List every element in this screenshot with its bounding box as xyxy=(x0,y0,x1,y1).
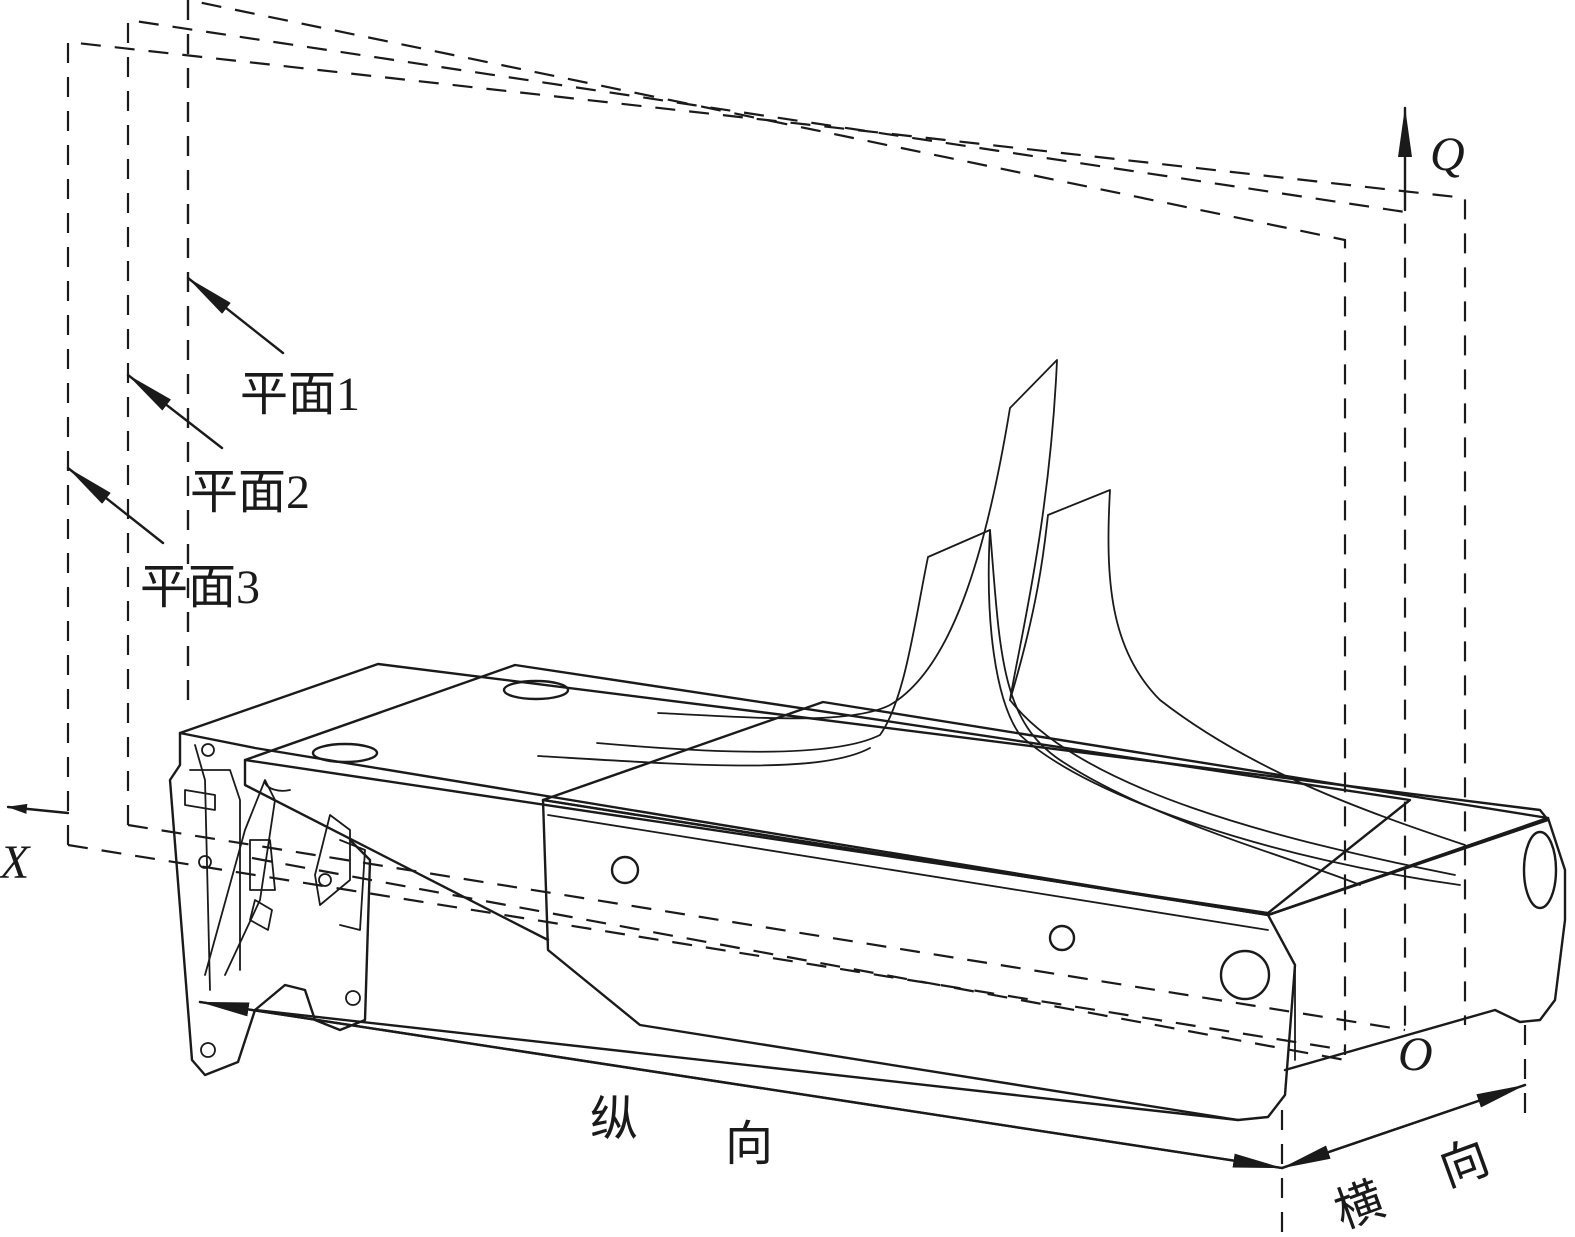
transverse-label-2: 向 xyxy=(1433,1131,1496,1197)
origin-label: O xyxy=(1398,1028,1433,1081)
frame-body xyxy=(178,662,1567,1122)
side-hole-3 xyxy=(1219,949,1271,1001)
section-plane-1 xyxy=(186,0,1347,1062)
top-hole-lower xyxy=(311,742,379,764)
plane3-leader xyxy=(66,466,165,545)
x-axis-arrow xyxy=(6,803,70,815)
q-axis-label: Q xyxy=(1430,128,1465,181)
top-hole-upper xyxy=(502,679,570,701)
longitudinal-arrow-right xyxy=(198,1000,1284,1170)
plane2-label: 平面2 xyxy=(190,466,310,519)
plane2-leader xyxy=(126,373,224,450)
section-plane-2 xyxy=(126,18,1407,1032)
plane1-leader xyxy=(186,276,285,355)
side-hole-1 xyxy=(610,855,640,885)
longitudinal-label-2: 向 xyxy=(725,1118,773,1171)
transverse-label-1: 横 xyxy=(1328,1173,1391,1237)
plane3-label: 平面3 xyxy=(140,561,260,614)
x-axis-label: X xyxy=(0,836,31,889)
flow-curves xyxy=(537,359,1466,886)
longitudinal-label-1: 纵 xyxy=(590,1093,638,1146)
section-plane-3 xyxy=(66,40,1467,1052)
transverse-arrow-right xyxy=(1280,1083,1527,1170)
plane1-label: 平面1 xyxy=(240,368,360,421)
rear-bracket xyxy=(168,731,372,1077)
side-hole-2 xyxy=(1048,924,1076,952)
end-plate-hole xyxy=(1522,830,1558,910)
